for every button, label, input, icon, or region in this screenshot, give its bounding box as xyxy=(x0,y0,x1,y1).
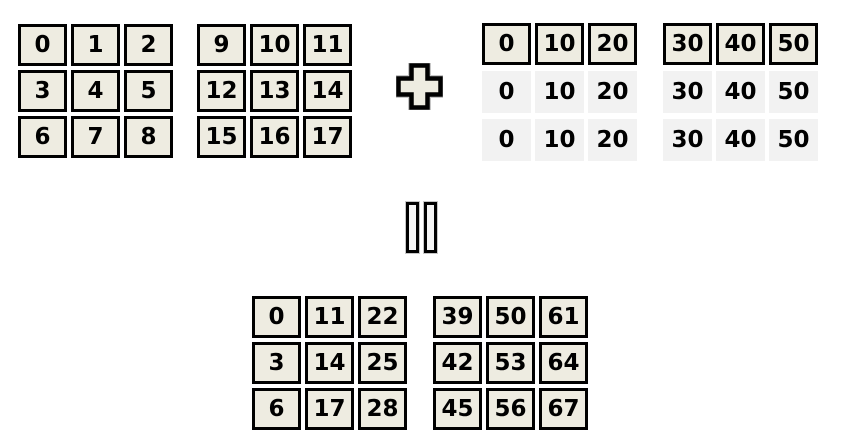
plus-icon xyxy=(395,62,444,111)
matrix-cell: 1 xyxy=(71,24,120,66)
matrix-cell-broadcast: 30 xyxy=(663,71,712,113)
matrix-cell: 15 xyxy=(197,116,246,158)
matrix-cell-broadcast: 40 xyxy=(716,119,765,161)
matrix-cell: 53 xyxy=(486,342,535,384)
matrix-cell: 56 xyxy=(486,388,535,430)
matrix-cell: 39 xyxy=(433,296,482,338)
matrix-cell: 5 xyxy=(124,70,173,112)
matrix-cell: 17 xyxy=(305,388,354,430)
matrix-cell: 12 xyxy=(197,70,246,112)
matrix-cell: 45 xyxy=(433,388,482,430)
matrix-cell: 50 xyxy=(486,296,535,338)
matrix-cell: 0 xyxy=(252,296,301,338)
matrix-cell-broadcast: 20 xyxy=(588,119,637,161)
matrix-cell: 42 xyxy=(433,342,482,384)
matrix-cell-broadcast: 20 xyxy=(588,71,637,113)
matrix-cell-broadcast: 0 xyxy=(482,71,531,113)
matrix-cell-broadcast: 50 xyxy=(769,71,818,113)
matrix-cell: 10 xyxy=(250,24,299,66)
matrix-cell: 11 xyxy=(303,24,352,66)
matrix-cell-broadcast: 40 xyxy=(716,71,765,113)
equals-bar xyxy=(406,202,419,253)
matrix-cell: 7 xyxy=(71,116,120,158)
matrix-cell: 20 xyxy=(588,23,637,65)
matrix-cell: 16 xyxy=(250,116,299,158)
matrix-cell: 9 xyxy=(197,24,246,66)
matrix-cell: 17 xyxy=(303,116,352,158)
matrix-cell-broadcast: 10 xyxy=(535,71,584,113)
matrix-cell: 40 xyxy=(716,23,765,65)
matrix-cell: 2 xyxy=(124,24,173,66)
matrix-cell: 13 xyxy=(250,70,299,112)
matrix-cell: 3 xyxy=(252,342,301,384)
matrix-cell-broadcast: 30 xyxy=(663,119,712,161)
equals-icon xyxy=(406,202,437,253)
matrix-cell: 14 xyxy=(305,342,354,384)
matrix-cell: 0 xyxy=(482,23,531,65)
matrix-cell: 6 xyxy=(252,388,301,430)
matrix-cell: 28 xyxy=(358,388,407,430)
matrix-cell: 25 xyxy=(358,342,407,384)
matrix-cell: 64 xyxy=(539,342,588,384)
matrix-cell: 14 xyxy=(303,70,352,112)
matrix-cell: 3 xyxy=(18,70,67,112)
matrix-cell: 10 xyxy=(535,23,584,65)
matrix-cell: 11 xyxy=(305,296,354,338)
matrix-cell: 67 xyxy=(539,388,588,430)
equals-bar xyxy=(424,202,437,253)
matrix-cell-broadcast: 50 xyxy=(769,119,818,161)
matrix-cell-broadcast: 0 xyxy=(482,119,531,161)
matrix-cell: 22 xyxy=(358,296,407,338)
matrix-cell: 6 xyxy=(18,116,67,158)
matrix-cell-broadcast: 10 xyxy=(535,119,584,161)
matrix-cell: 8 xyxy=(124,116,173,158)
matrix-cell: 0 xyxy=(18,24,67,66)
matrix-cell: 30 xyxy=(663,23,712,65)
matrix-cell: 4 xyxy=(71,70,120,112)
matrix-cell: 61 xyxy=(539,296,588,338)
matrix-cell: 50 xyxy=(769,23,818,65)
